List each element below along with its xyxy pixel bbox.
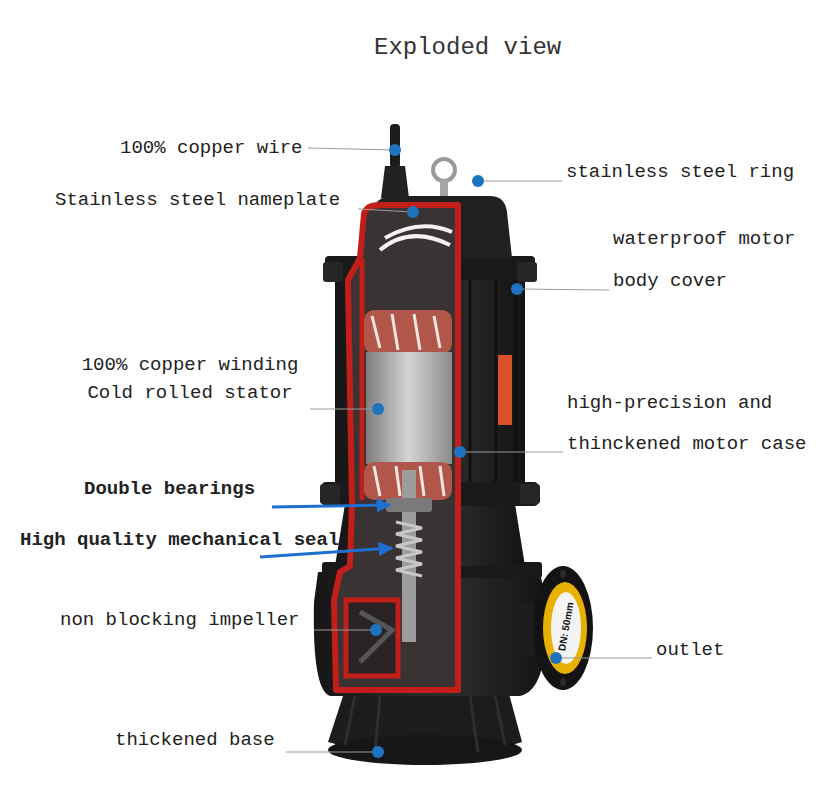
- diagram-title: Exploded view: [374, 34, 561, 61]
- part-label: non blocking impeller: [60, 609, 299, 631]
- part-label: 100% copper wire: [120, 137, 302, 159]
- part-label: waterproof motor body cover: [613, 218, 813, 302]
- part-label: Double bearings: [84, 478, 255, 500]
- part-label: stainless steel ring: [566, 161, 794, 183]
- part-label: Stainless steel nameplate: [55, 189, 340, 211]
- flange-size: DN: 50mm: [556, 601, 575, 652]
- part-label: High quality mechanical seal: [20, 529, 339, 551]
- part-label: high-precision and thinckened motor case: [567, 383, 829, 465]
- part-label: outlet: [656, 639, 724, 661]
- part-label: 100% copper winding Cold rolled stator: [70, 351, 310, 407]
- part-label: thickened base: [115, 729, 275, 751]
